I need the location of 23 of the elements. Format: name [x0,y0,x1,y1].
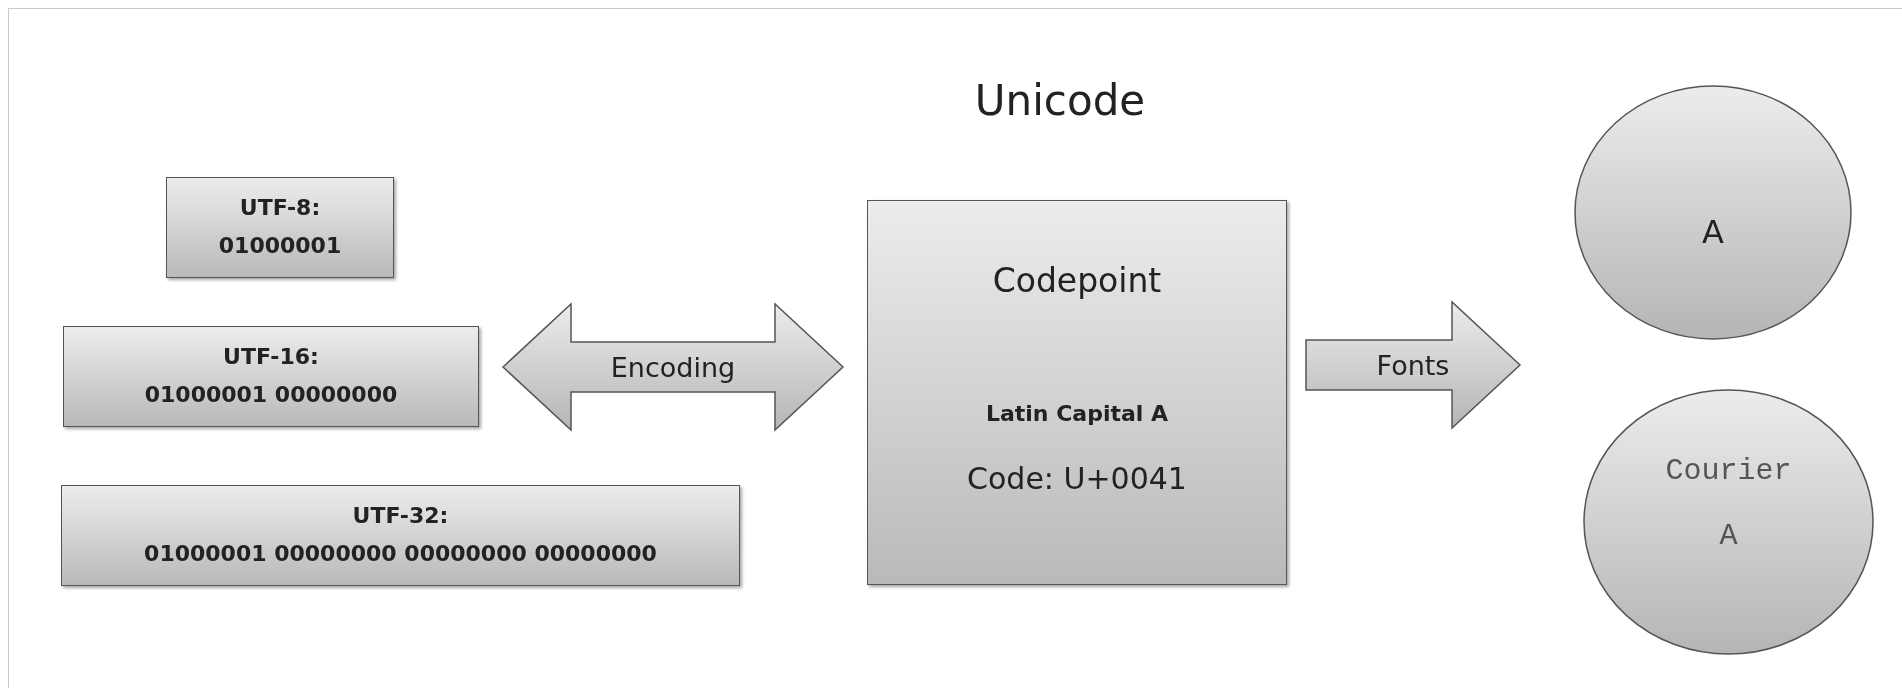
font-sample: A [1701,213,1725,251]
edge-label: Fonts [1376,349,1450,381]
encoding-box [63,326,479,427]
edge-label: Encoding [610,351,736,383]
font-circle [1583,389,1874,655]
font-circle [1574,85,1852,340]
binary-value: 01000001 00000000 00000000 00000000 [143,541,658,566]
encoding-name: UTF-8: [238,195,322,220]
double-block-arrow [501,302,845,432]
font-name: Courier [1664,454,1793,488]
code-value: Code: U+0041 [966,461,1188,496]
binary-value: 01000001 [217,233,343,258]
character-name: Latin Capital A [984,401,1170,426]
block-arrow [1305,300,1522,430]
encoding-name: UTF-16: [222,344,320,369]
binary-value: 01000001 00000000 [143,382,399,407]
codepoint-box [867,200,1287,585]
font-sample: A [1718,519,1739,553]
encoding-box [61,485,740,586]
encoding-box [166,177,394,278]
encoding-name: UTF-32: [351,503,450,528]
diagram-title: Unicode [973,76,1147,125]
node-heading: Codepoint [991,261,1163,300]
